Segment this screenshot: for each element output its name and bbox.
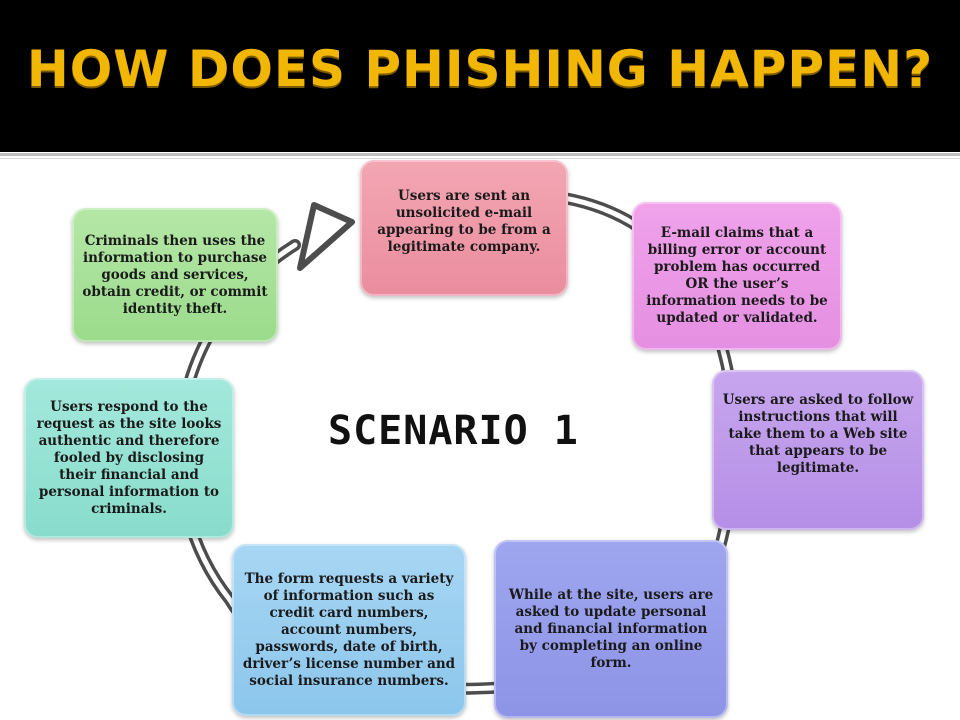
- step-7-box: Criminals then uses the information to p…: [72, 208, 278, 342]
- step-5-text: The form requests a variety of informati…: [242, 570, 456, 689]
- step-4-box: While at the site, users are asked to up…: [494, 540, 728, 718]
- step-1-text: Users are sent an unsolicited e-mail app…: [377, 188, 551, 255]
- page-title: HOW DOES PHISHING HAPPEN?: [26, 40, 934, 98]
- divider-line-thin: [0, 158, 960, 159]
- step-6-box: Users respond to the request as the site…: [24, 378, 234, 538]
- step-1-box: Users are sent an unsolicited e-mail app…: [360, 160, 568, 296]
- step-2-box: E-mail claims that a billing error or ac…: [632, 202, 842, 350]
- step-3-box: Users are asked to follow instructions t…: [712, 370, 924, 530]
- title-bar: [0, 0, 960, 152]
- step-4-text: While at the site, users are asked to up…: [508, 586, 714, 671]
- step-3-text: Users are asked to follow instructions t…: [722, 392, 914, 476]
- step-2-text: E-mail claims that a billing error or ac…: [646, 225, 828, 326]
- step-6-text: Users respond to the request as the site…: [36, 398, 222, 517]
- scenario-label: SCENARIO 1: [328, 408, 579, 454]
- cycle-arrowhead-icon: [297, 202, 355, 271]
- step-7-text: Criminals then uses the information to p…: [82, 232, 268, 317]
- divider-line: [0, 153, 960, 156]
- step-5-box: The form requests a variety of informati…: [232, 544, 466, 716]
